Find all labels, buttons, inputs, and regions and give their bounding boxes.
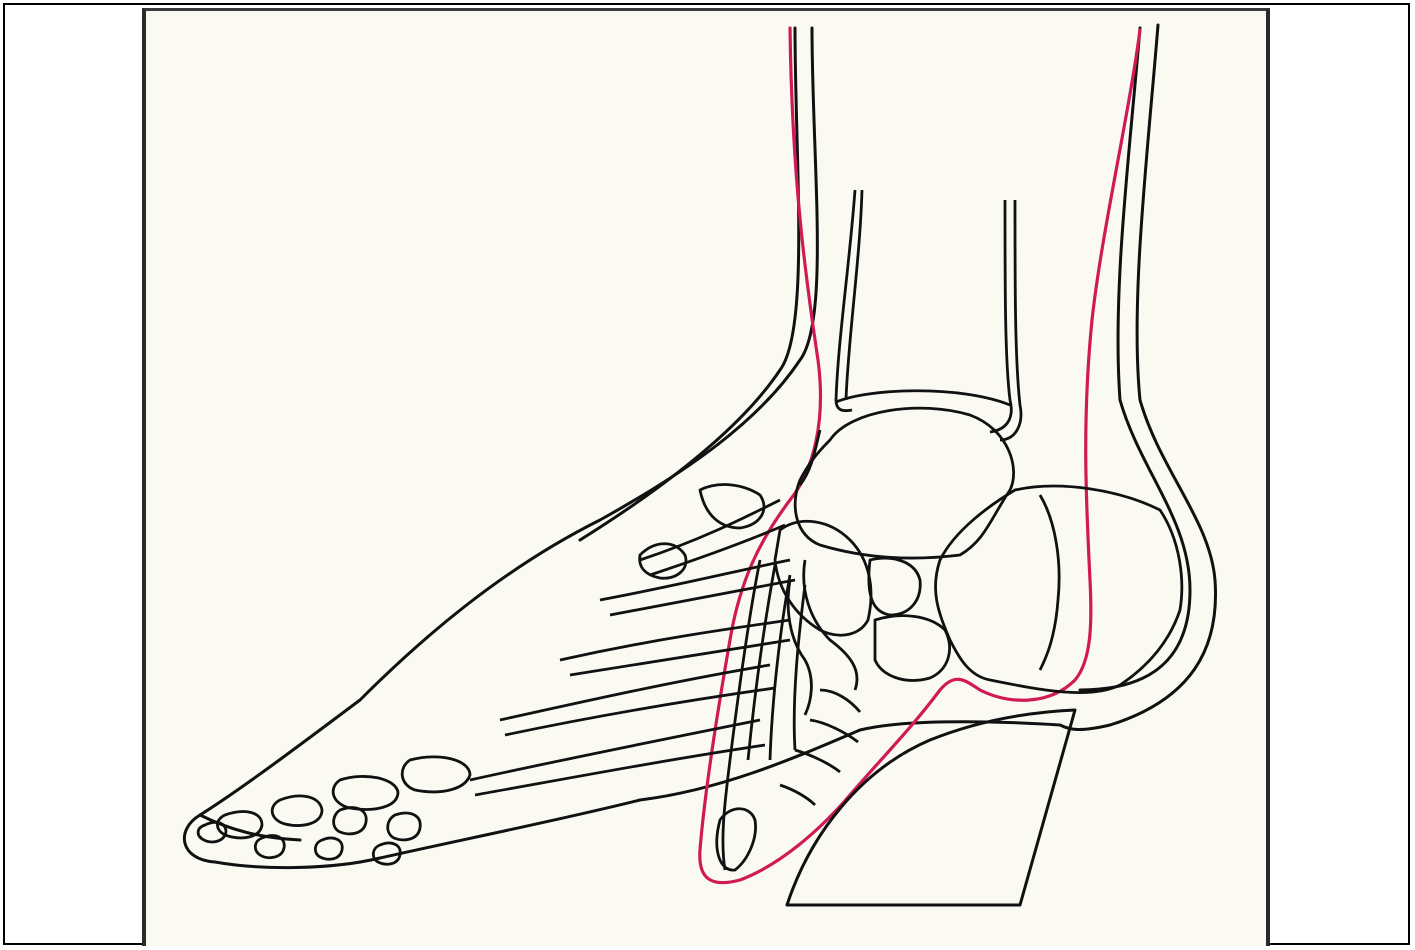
calcaneus <box>935 486 1181 693</box>
talus <box>795 408 1013 558</box>
highlight-contour <box>700 28 1140 883</box>
support-wedge <box>787 710 1075 905</box>
skin-outline <box>184 25 1215 868</box>
tibia-fibula <box>836 190 1021 440</box>
